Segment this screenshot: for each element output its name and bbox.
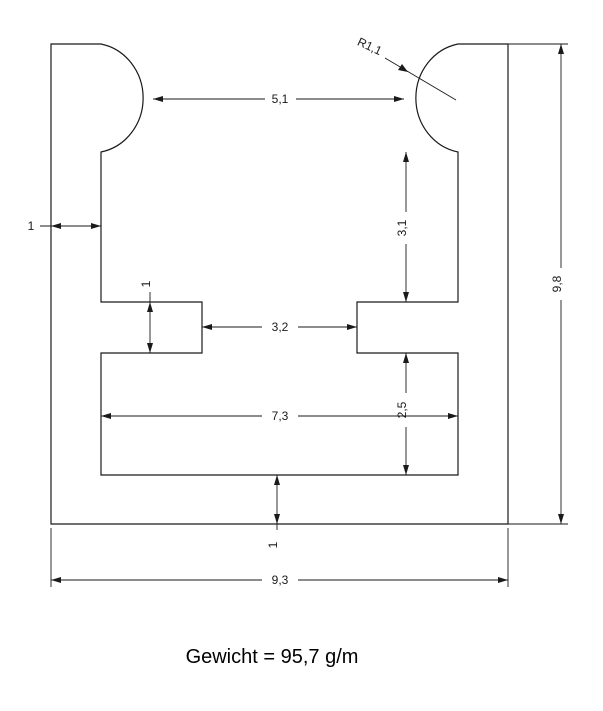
dim-inner-top-width-label: 5,1 xyxy=(272,92,289,106)
dim-bottom-wall-label: 1 xyxy=(266,541,280,548)
dim-radius-label: R1,1 xyxy=(355,35,384,59)
dim-overall-height-label: 9,8 xyxy=(550,275,564,292)
dim-slot-gap-label: 3,2 xyxy=(272,320,289,334)
weight-label: Gewicht = 95,7 g/m xyxy=(186,646,359,668)
dim-radius: R1,1 xyxy=(355,35,457,101)
dim-inner-top-width: 5,1 xyxy=(153,92,404,106)
profile-outline xyxy=(50,43,509,525)
dim-overall-height: 9,8 xyxy=(508,43,568,525)
dim-lower-inner-width: 7,3 xyxy=(101,409,458,423)
dim-slot-gap: 3,2 xyxy=(202,320,357,334)
dim-side-wall-label: 1 xyxy=(28,219,35,233)
dim-bottom-wall: 1 xyxy=(266,475,280,548)
dim-side-wall: 1 xyxy=(28,219,101,233)
dim-lower-inner-height-label: 2,5 xyxy=(395,401,409,418)
dim-overall-width-label: 9,3 xyxy=(272,573,289,587)
dim-slot-height: 1 xyxy=(139,280,153,353)
dim-lower-inner-width-label: 7,3 xyxy=(272,409,289,423)
dim-lower-inner-height: 2,5 xyxy=(395,353,409,475)
dim-upper-inner-height: 3,1 xyxy=(395,152,409,302)
dim-overall-width: 9,3 xyxy=(50,528,509,587)
dim-slot-height-label: 1 xyxy=(139,280,153,287)
dim-upper-inner-height-label: 3,1 xyxy=(395,219,409,236)
